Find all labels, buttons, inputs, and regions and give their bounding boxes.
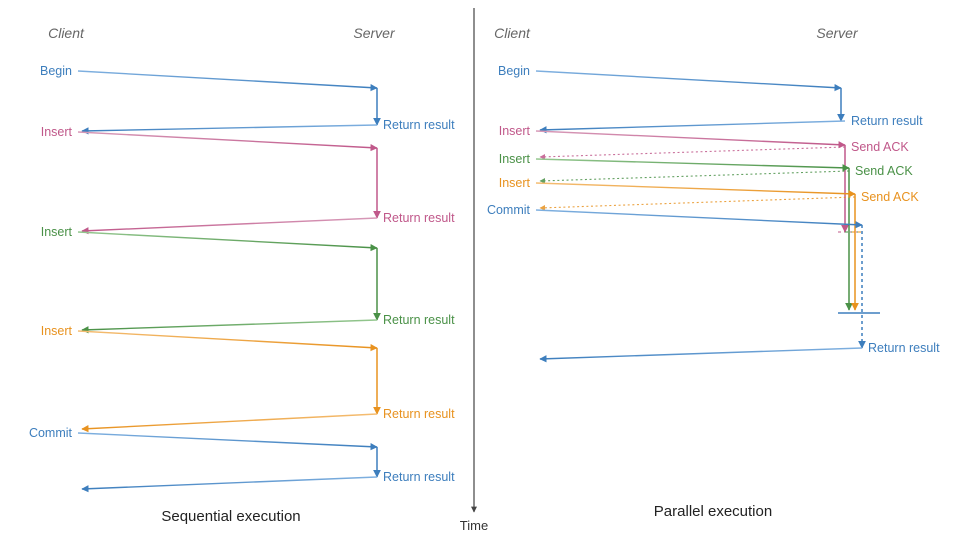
message-label: Send ACK xyxy=(855,164,913,178)
message-arrow xyxy=(77,131,378,152)
message-arrow xyxy=(77,70,378,92)
panel-caption-sequential: Sequential execution xyxy=(161,508,300,525)
message-arrow xyxy=(535,182,856,198)
message-arrow xyxy=(77,330,378,352)
message-label: Return result xyxy=(851,114,923,128)
message-label: Insert xyxy=(41,225,73,239)
actor-label-server-sequential: Server xyxy=(353,25,396,41)
actor-label-server-parallel: Server xyxy=(816,25,859,41)
message-arrow xyxy=(539,347,863,363)
message-label: Begin xyxy=(40,64,72,78)
panel-caption-parallel: Parallel execution xyxy=(654,503,772,520)
message-arrow xyxy=(535,209,863,229)
message-arrow xyxy=(535,158,850,172)
message-arrow xyxy=(539,146,846,160)
message-arrow xyxy=(535,70,842,92)
message-arrow xyxy=(539,196,856,211)
message-label: Insert xyxy=(41,125,73,139)
message-label: Return result xyxy=(383,470,455,484)
message-label: Insert xyxy=(41,324,73,338)
message-label: Insert xyxy=(499,152,531,166)
message-label: Send ACK xyxy=(861,190,919,204)
message-label: Insert xyxy=(499,176,531,190)
message-arrow xyxy=(77,231,378,252)
message-label: Insert xyxy=(499,124,531,138)
message-label: Return result xyxy=(383,407,455,421)
message-label: Commit xyxy=(487,203,531,217)
message-label: Send ACK xyxy=(851,140,909,154)
message-arrow xyxy=(535,130,846,149)
message-label: Begin xyxy=(498,64,530,78)
message-arrow xyxy=(81,217,378,235)
time-axis-label: Time xyxy=(460,518,488,533)
message-label: Return result xyxy=(383,211,455,225)
message-arrow xyxy=(77,432,378,451)
message-label: Return result xyxy=(383,118,455,132)
message-arrow xyxy=(539,120,846,134)
message-label: Commit xyxy=(29,426,73,440)
message-lines-layer xyxy=(77,8,880,513)
message-arrow xyxy=(539,170,850,184)
message-arrow xyxy=(81,413,378,433)
actor-label-client-sequential: Client xyxy=(48,25,85,41)
message-label: Return result xyxy=(868,341,940,355)
actor-label-client-parallel: Client xyxy=(494,25,531,41)
message-arrow xyxy=(81,124,378,135)
message-arrow xyxy=(81,319,378,334)
message-label: Return result xyxy=(383,313,455,327)
message-arrow xyxy=(81,476,378,493)
